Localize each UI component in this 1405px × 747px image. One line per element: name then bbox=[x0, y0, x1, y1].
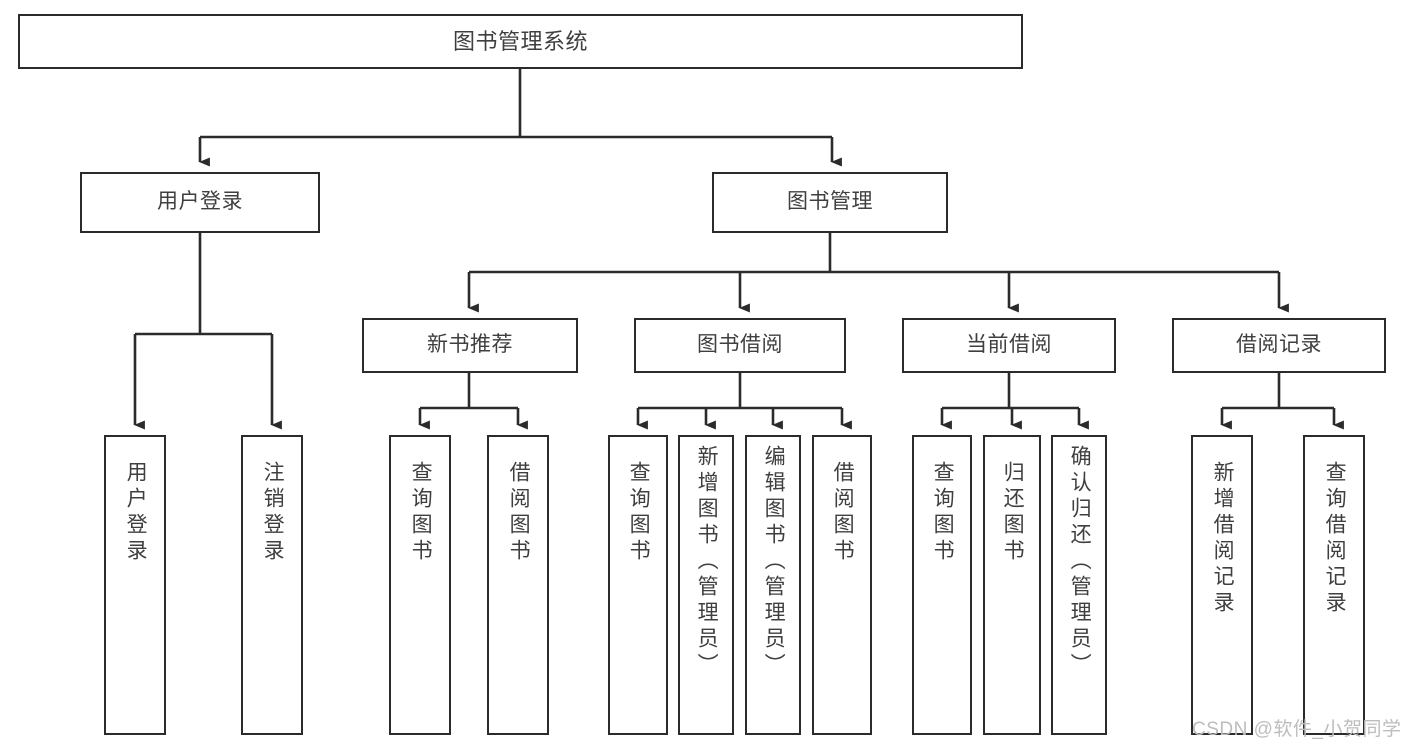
node-book-manage-label: 图书管理 bbox=[787, 190, 873, 214]
node-leaf-query-book-3[interactable]: 查询图书 bbox=[912, 435, 972, 735]
node-current-borrow-label: 当前借阅 bbox=[966, 333, 1052, 357]
node-leaf-return-book-label: 归还图书 bbox=[1001, 461, 1025, 565]
node-borrow-record-label: 借阅记录 bbox=[1236, 333, 1322, 357]
node-user-login[interactable]: 用户登录 bbox=[80, 172, 320, 233]
node-new-book-recommend[interactable]: 新书推荐 bbox=[362, 318, 578, 373]
node-book-borrow[interactable]: 图书借阅 bbox=[634, 318, 846, 373]
node-new-book-recommend-label: 新书推荐 bbox=[427, 333, 513, 357]
node-book-manage[interactable]: 图书管理 bbox=[712, 172, 948, 233]
node-leaf-add-record-label: 新增借阅记录 bbox=[1211, 461, 1235, 617]
node-current-borrow[interactable]: 当前借阅 bbox=[902, 318, 1116, 373]
node-leaf-user-logout-label: 注销登录 bbox=[261, 461, 285, 565]
node-leaf-edit-book[interactable]: 编辑图书（管理员） bbox=[745, 435, 801, 735]
node-root-label: 图书管理系统 bbox=[452, 28, 588, 54]
node-leaf-user-logout[interactable]: 注销登录 bbox=[241, 435, 303, 735]
node-leaf-confirm-return[interactable]: 确认归还（管理员） bbox=[1051, 435, 1107, 735]
node-leaf-user-login-label: 用户登录 bbox=[124, 461, 148, 565]
node-leaf-query-book-3-label: 查询图书 bbox=[931, 461, 955, 565]
node-leaf-edit-book-label: 编辑图书（管理员） bbox=[762, 445, 786, 679]
node-leaf-borrow-book-1[interactable]: 借阅图书 bbox=[487, 435, 549, 735]
node-borrow-record[interactable]: 借阅记录 bbox=[1172, 318, 1386, 373]
node-leaf-borrow-book-2[interactable]: 借阅图书 bbox=[812, 435, 872, 735]
node-leaf-add-book-label: 新增图书（管理员） bbox=[695, 445, 719, 679]
node-leaf-query-book-2-label: 查询图书 bbox=[627, 461, 651, 565]
node-leaf-user-login[interactable]: 用户登录 bbox=[104, 435, 166, 735]
node-leaf-borrow-book-1-label: 借阅图书 bbox=[507, 461, 531, 565]
node-leaf-query-book-1-label: 查询图书 bbox=[409, 461, 433, 565]
node-leaf-return-book[interactable]: 归还图书 bbox=[983, 435, 1041, 735]
node-leaf-add-book[interactable]: 新增图书（管理员） bbox=[678, 435, 734, 735]
node-leaf-query-book-2[interactable]: 查询图书 bbox=[608, 435, 668, 735]
node-leaf-query-record[interactable]: 查询借阅记录 bbox=[1303, 435, 1365, 735]
node-book-borrow-label: 图书借阅 bbox=[697, 333, 783, 357]
node-root[interactable]: 图书管理系统 bbox=[18, 14, 1023, 69]
node-leaf-borrow-book-2-label: 借阅图书 bbox=[831, 461, 855, 565]
node-leaf-confirm-return-label: 确认归还（管理员） bbox=[1068, 445, 1092, 679]
node-user-login-label: 用户登录 bbox=[157, 190, 243, 214]
csdn-watermark: CSDN @软件_小贺同学 bbox=[1192, 719, 1402, 740]
node-leaf-query-book-1[interactable]: 查询图书 bbox=[389, 435, 451, 735]
node-leaf-query-record-label: 查询借阅记录 bbox=[1323, 461, 1347, 617]
node-leaf-add-record[interactable]: 新增借阅记录 bbox=[1191, 435, 1253, 735]
